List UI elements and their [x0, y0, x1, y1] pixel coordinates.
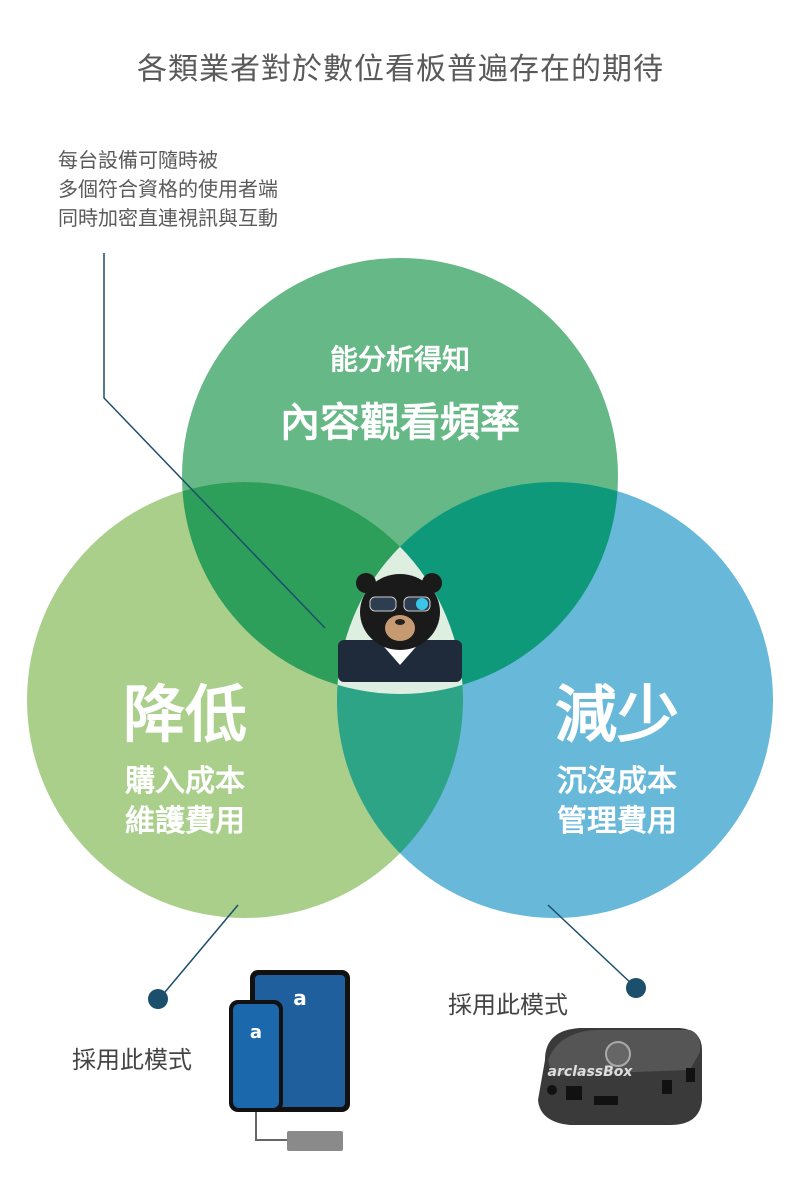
callout-line — [103, 253, 326, 629]
right-heading: 減少 — [554, 678, 679, 751]
overlap-top-right — [337, 482, 618, 694]
left-line-2: 維護費用 — [125, 804, 245, 839]
bear-mascot-icon — [338, 573, 462, 682]
box-logo: arclassBox — [548, 1064, 634, 1080]
callout-note: 每台設備可隨時被 多個符合資格的使用者端 同時加密直連視訊與互動 — [58, 146, 278, 233]
connector-dot-left — [148, 989, 168, 1009]
phone-logo: a — [250, 1022, 262, 1043]
connector-left — [159, 904, 239, 999]
page-title: 各類業者對於數位看板普遍存在的期待 — [137, 52, 664, 87]
right-line-2: 管理費用 — [557, 804, 677, 839]
right-line-1: 沉沒成本 — [557, 764, 677, 799]
arclass-box-image: arclassBox — [538, 1028, 702, 1125]
mode-label-right: 採用此模式 — [448, 991, 568, 1019]
tablet-phone-image: a a — [229, 970, 350, 1151]
mode-label-left: 採用此模式 — [72, 1046, 192, 1074]
left-heading: 降低 — [122, 678, 247, 751]
left-line-1: 購入成本 — [125, 764, 245, 799]
tablet-logo: a — [293, 986, 307, 1010]
connector-dot-right — [626, 978, 646, 998]
note-line: 每台設備可隨時被 — [58, 148, 218, 172]
overlap-top-left — [182, 482, 463, 694]
top-title: 內容觀看頻率 — [280, 400, 520, 446]
top-subtitle: 能分析得知 — [329, 343, 470, 376]
note-line: 同時加密直連視訊與互動 — [58, 206, 278, 230]
connector-right — [547, 904, 635, 987]
note-line: 多個符合資格的使用者端 — [58, 177, 278, 201]
